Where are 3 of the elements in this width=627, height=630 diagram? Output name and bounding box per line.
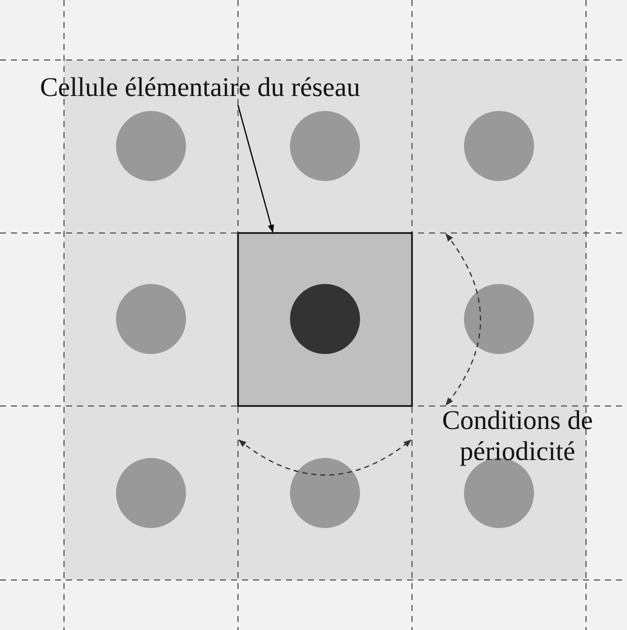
periodicity-label: Conditions de périodicité xyxy=(441,405,594,468)
leader-line xyxy=(237,104,274,233)
cell-caption: Cellule élémentaire du réseau xyxy=(40,72,360,104)
